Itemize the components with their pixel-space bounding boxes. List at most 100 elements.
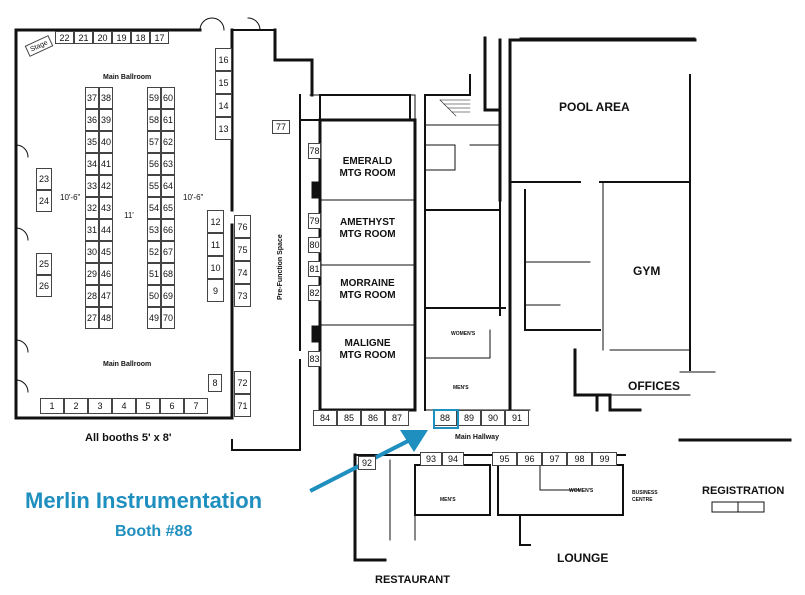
booth-16[interactable]: 16 — [215, 48, 232, 71]
booth-49[interactable]: 49 — [147, 307, 161, 329]
booth-50[interactable]: 50 — [147, 285, 161, 307]
booth-85[interactable]: 85 — [337, 410, 361, 426]
booth-93[interactable]: 93 — [420, 452, 442, 466]
booth-40[interactable]: 40 — [99, 131, 113, 153]
booth-5[interactable]: 5 — [136, 398, 160, 414]
booth-57[interactable]: 57 — [147, 131, 161, 153]
booth-60[interactable]: 60 — [161, 87, 175, 109]
booth-78[interactable]: 78 — [308, 143, 321, 159]
booth-67[interactable]: 67 — [161, 241, 175, 263]
booth-55[interactable]: 55 — [147, 175, 161, 197]
booth-68[interactable]: 68 — [161, 263, 175, 285]
booth-17[interactable]: 17 — [150, 31, 169, 44]
booth-8[interactable]: 8 — [208, 374, 222, 392]
booth-14[interactable]: 14 — [215, 94, 232, 117]
booth-43[interactable]: 43 — [99, 197, 113, 219]
booth-33[interactable]: 33 — [85, 175, 99, 197]
booth-94[interactable]: 94 — [442, 452, 464, 466]
booth-74[interactable]: 74 — [234, 261, 251, 284]
booth-22[interactable]: 22 — [55, 31, 74, 44]
booth-34[interactable]: 34 — [85, 153, 99, 175]
womens-room-1: WOMEN'S — [451, 331, 476, 337]
booth-7[interactable]: 7 — [184, 398, 208, 414]
booth-81[interactable]: 81 — [308, 261, 321, 277]
booth-89[interactable]: 89 — [457, 410, 481, 426]
booth-71[interactable]: 71 — [234, 394, 251, 417]
booth-87[interactable]: 87 — [385, 410, 409, 426]
booth-70[interactable]: 70 — [161, 307, 175, 329]
booth-82[interactable]: 82 — [308, 285, 321, 301]
booth-29[interactable]: 29 — [85, 263, 99, 285]
booth-24[interactable]: 24 — [36, 190, 52, 212]
booth-61[interactable]: 61 — [161, 109, 175, 131]
booth-77[interactable]: 77 — [272, 120, 290, 134]
booth-54[interactable]: 54 — [147, 197, 161, 219]
booth-99[interactable]: 99 — [592, 452, 617, 466]
booth-19[interactable]: 19 — [112, 31, 131, 44]
booth-97[interactable]: 97 — [542, 452, 567, 466]
main-ballroom-label-bottom: Main Ballroom — [103, 361, 152, 368]
booth-56[interactable]: 56 — [147, 153, 161, 175]
booth-32[interactable]: 32 — [85, 197, 99, 219]
booth-75[interactable]: 75 — [234, 238, 251, 261]
booth-21[interactable]: 21 — [74, 31, 93, 44]
booth-69[interactable]: 69 — [161, 285, 175, 307]
booth-31[interactable]: 31 — [85, 219, 99, 241]
booth-42[interactable]: 42 — [99, 175, 113, 197]
booth-46[interactable]: 46 — [99, 263, 113, 285]
booth-64[interactable]: 64 — [161, 175, 175, 197]
booth-91[interactable]: 91 — [505, 410, 529, 426]
booth-86[interactable]: 86 — [361, 410, 385, 426]
booth-1[interactable]: 1 — [40, 398, 64, 414]
booth-51[interactable]: 51 — [147, 263, 161, 285]
booth-11[interactable]: 11 — [207, 233, 224, 256]
booth-37[interactable]: 37 — [85, 87, 99, 109]
booth-83[interactable]: 83 — [308, 351, 321, 367]
booth-3[interactable]: 3 — [88, 398, 112, 414]
booth-30[interactable]: 30 — [85, 241, 99, 263]
booth-62[interactable]: 62 — [161, 131, 175, 153]
booth-52[interactable]: 52 — [147, 241, 161, 263]
booth-41[interactable]: 41 — [99, 153, 113, 175]
booth-84[interactable]: 84 — [313, 410, 337, 426]
booth-76[interactable]: 76 — [234, 215, 251, 238]
booth-59[interactable]: 59 — [147, 87, 161, 109]
booth-28[interactable]: 28 — [85, 285, 99, 307]
booth-13[interactable]: 13 — [215, 117, 232, 140]
booth-72[interactable]: 72 — [234, 371, 251, 394]
booth-79[interactable]: 79 — [308, 213, 321, 229]
booth-23[interactable]: 23 — [36, 168, 52, 190]
booth-58[interactable]: 58 — [147, 109, 161, 131]
booth-18[interactable]: 18 — [131, 31, 150, 44]
booth-47[interactable]: 47 — [99, 285, 113, 307]
booth-66[interactable]: 66 — [161, 219, 175, 241]
booth-38[interactable]: 38 — [99, 87, 113, 109]
booth-80[interactable]: 80 — [308, 237, 321, 253]
booth-4[interactable]: 4 — [112, 398, 136, 414]
booth-65[interactable]: 65 — [161, 197, 175, 219]
booth-53[interactable]: 53 — [147, 219, 161, 241]
booth-73[interactable]: 73 — [234, 284, 251, 307]
booth-2[interactable]: 2 — [64, 398, 88, 414]
booth-25[interactable]: 25 — [36, 253, 52, 275]
booth-44[interactable]: 44 — [99, 219, 113, 241]
booth-10[interactable]: 10 — [207, 256, 224, 279]
booth-63[interactable]: 63 — [161, 153, 175, 175]
booth-20[interactable]: 20 — [93, 31, 112, 44]
booth-27[interactable]: 27 — [85, 307, 99, 329]
booth-98[interactable]: 98 — [567, 452, 592, 466]
booth-12[interactable]: 12 — [207, 210, 224, 233]
booth-36[interactable]: 36 — [85, 109, 99, 131]
booth-92[interactable]: 92 — [358, 456, 376, 470]
booth-26[interactable]: 26 — [36, 275, 52, 297]
booth-9[interactable]: 9 — [207, 279, 224, 302]
booth-96[interactable]: 96 — [517, 452, 542, 466]
booth-48[interactable]: 48 — [99, 307, 113, 329]
booth-90[interactable]: 90 — [481, 410, 505, 426]
booth-95[interactable]: 95 — [492, 452, 517, 466]
booth-39[interactable]: 39 — [99, 109, 113, 131]
booth-45[interactable]: 45 — [99, 241, 113, 263]
booth-6[interactable]: 6 — [160, 398, 184, 414]
booth-15[interactable]: 15 — [215, 71, 232, 94]
booth-35[interactable]: 35 — [85, 131, 99, 153]
